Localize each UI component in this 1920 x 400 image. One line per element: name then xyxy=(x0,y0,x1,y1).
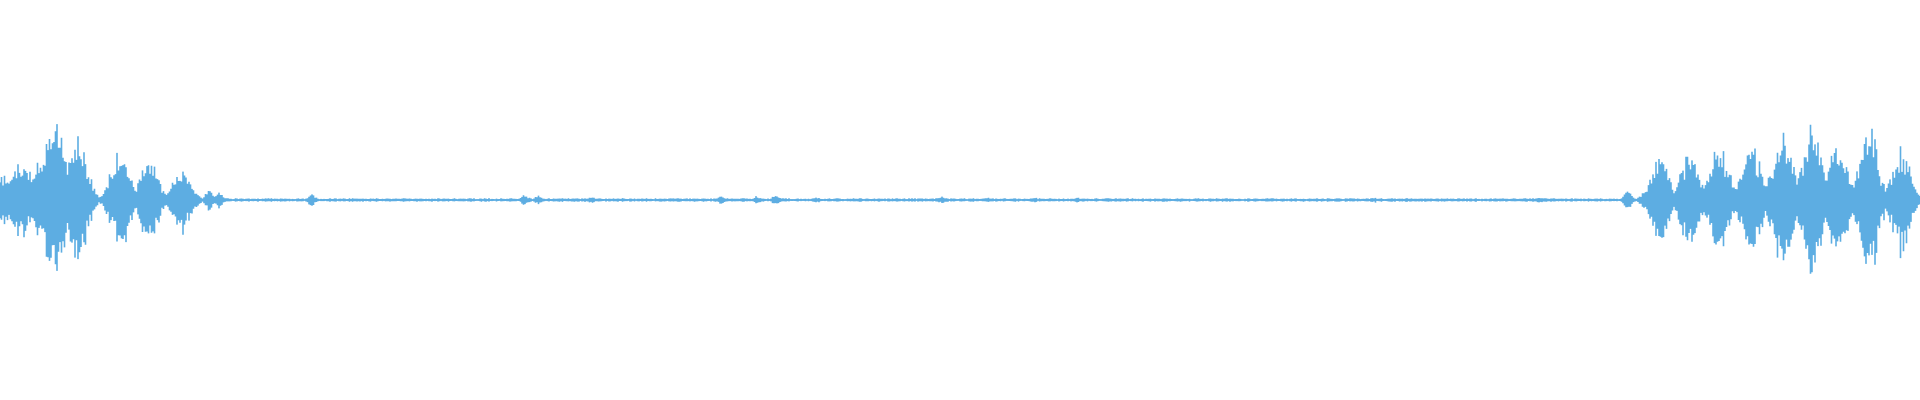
waveform-signal xyxy=(0,124,1920,274)
waveform-bars xyxy=(0,124,1920,274)
